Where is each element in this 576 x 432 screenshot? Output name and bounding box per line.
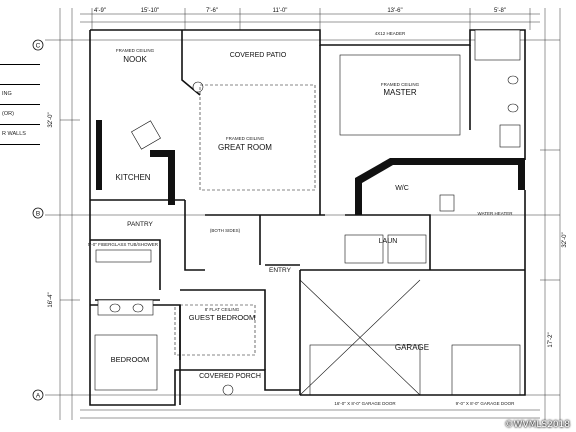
dim-top-e: 13'-6" <box>387 8 402 14</box>
dim-right-overall: 32'-0" <box>562 232 568 247</box>
grid-marker-a-label: A <box>36 393 41 400</box>
room-pantry: PANTRY <box>127 221 153 228</box>
dim-top-d: 11'-0" <box>273 8 288 14</box>
grid-marker-c-label: C <box>36 43 41 50</box>
legend-row: (OR) <box>0 105 40 125</box>
room-labels: NOOK COVERED PATIO MASTER GREAT ROOM KIT… <box>111 52 430 380</box>
room-kitchen: KITCHEN <box>115 173 150 182</box>
garage-framing <box>174 84 521 396</box>
ceiling-notes: FRAMED CEILING FRAMED CEILING FRAMED CEI… <box>88 31 513 312</box>
wall-legend: ING (OR) R WALLS <box>0 64 40 145</box>
note-guest-ceiling: 8' FLAT CEILING <box>205 307 240 312</box>
room-garage: GARAGE <box>395 343 429 352</box>
room-nook: NOOK <box>123 55 147 64</box>
dim-top-f: 5'-8" <box>494 8 506 14</box>
legend-row: ING <box>0 85 40 105</box>
room-bedroom-2: BEDROOM <box>111 355 150 364</box>
note-header: 4X12 HEADER <box>375 31 406 36</box>
grid-marker-a: A <box>32 389 44 401</box>
dim-top-b: 15'-10" <box>141 8 160 14</box>
grid-marker-b-label: B <box>36 211 40 218</box>
dim-right-mid: 17'-2" <box>548 332 554 347</box>
dim-left-overall: 32'-0" <box>48 112 54 127</box>
counters <box>96 120 525 215</box>
dimension-text: 32'-0" 16'-4" 32'-0" 17'-2" 4'-9" 15'-10… <box>48 8 568 406</box>
dim-garage-door-2: 9'-0" X 8'-0" GARAGE DOOR <box>456 401 515 406</box>
room-master: MASTER <box>383 88 417 97</box>
note-master-ceiling: FRAMED CEILING <box>381 82 420 87</box>
note-nook-ceiling: FRAMED CEILING <box>116 48 155 53</box>
dim-top-a: 4'-9" <box>94 8 106 14</box>
note-both-sides: (BOTH SIDES) <box>210 228 241 233</box>
room-great-room: GREAT ROOM <box>218 143 272 152</box>
grid-marker-b: B <box>32 207 44 219</box>
room-walk-in: W/C <box>395 185 409 192</box>
room-covered-patio: COVERED PATIO <box>230 52 287 59</box>
dim-garage-door-1: 16'-0" X 8'-0" GARAGE DOOR <box>334 401 396 406</box>
note-water-heater: WATER HEATER <box>478 211 514 216</box>
dim-top-c: 7'-6" <box>206 8 218 14</box>
legend-row <box>0 65 40 85</box>
note-bath-tub: 5'-0" FIBERGLASS TUB/SHOWER <box>88 242 159 247</box>
note-great-room-ceiling: FRAMED CEILING <box>226 136 265 141</box>
fixtures <box>94 29 521 396</box>
legend-row: R WALLS <box>0 125 40 145</box>
dim-left-mid: 16'-4" <box>48 292 54 307</box>
room-laundry: LAUN <box>379 238 398 245</box>
room-covered-porch: COVERED PORCH <box>199 373 261 380</box>
grid-marker-c: C <box>32 39 44 51</box>
room-guest-bedroom: GUEST BEDROOM <box>189 313 256 322</box>
mls-watermark: ©WVMLS2018 <box>504 420 570 430</box>
room-entry: ENTRY <box>269 267 292 274</box>
